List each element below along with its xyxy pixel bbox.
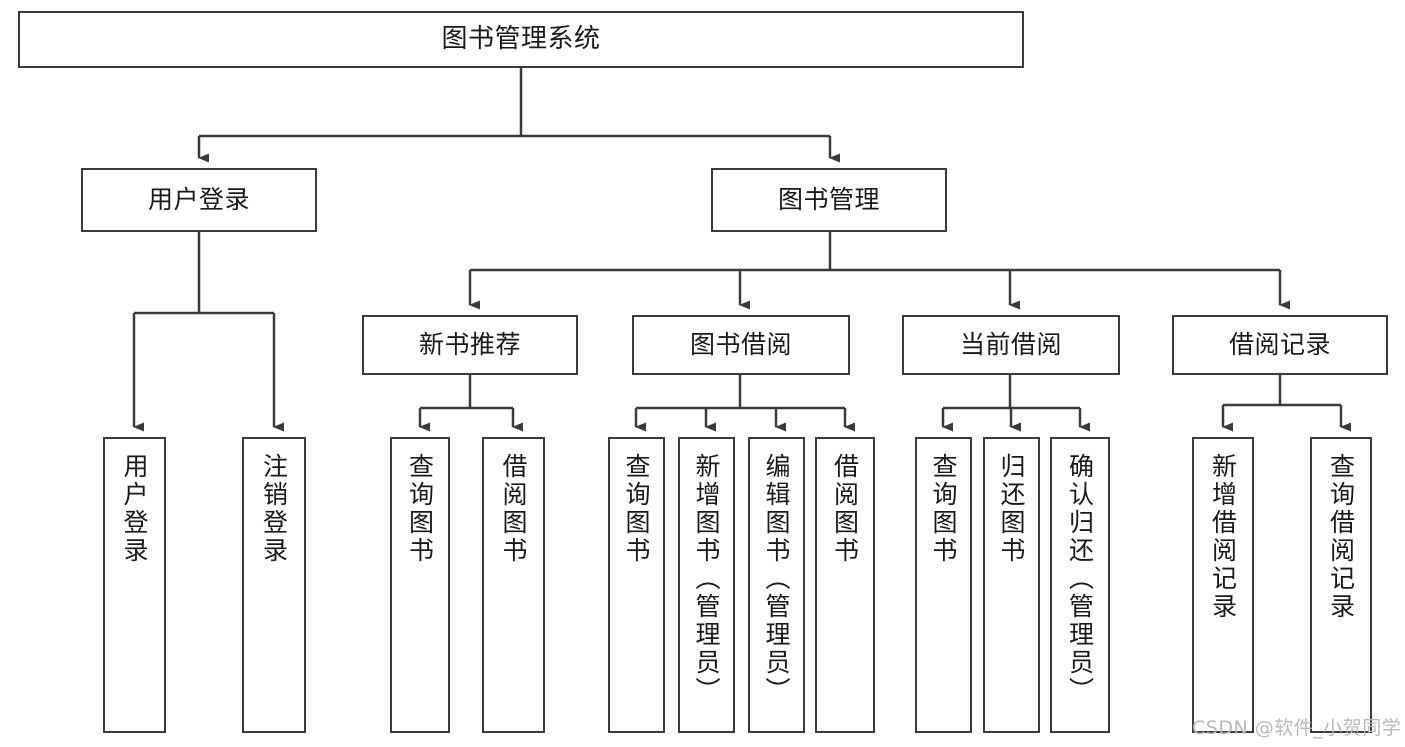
leaf-user-login-label: 用户登录 xyxy=(120,453,149,565)
leaf-borrow-book-rec-label: 借阅图书 xyxy=(499,453,528,565)
node-current-borrow[interactable]: 当前借阅 xyxy=(902,315,1120,375)
node-book-borrow[interactable]: 图书借阅 xyxy=(632,315,850,375)
node-book-borrow-label: 图书借阅 xyxy=(689,330,792,360)
node-new-book-recommend[interactable]: 新书推荐 xyxy=(362,315,578,375)
leaf-borrow-book-bor[interactable]: 借阅图书 xyxy=(815,437,875,733)
node-user-login[interactable]: 用户登录 xyxy=(81,168,317,232)
node-borrow-record-label: 借阅记录 xyxy=(1228,330,1331,360)
leaf-return-book-label: 归还图书 xyxy=(997,453,1026,565)
node-book-manage-label: 图书管理 xyxy=(777,185,880,215)
leaf-query-record[interactable]: 查询借阅记录 xyxy=(1310,437,1372,733)
node-root-system[interactable]: 图书管理系统 xyxy=(18,11,1024,68)
leaf-user-login[interactable]: 用户登录 xyxy=(103,437,166,733)
leaf-query-book-rec[interactable]: 查询图书 xyxy=(390,437,450,733)
leaf-borrow-book-rec[interactable]: 借阅图书 xyxy=(482,437,545,733)
leaf-confirm-return[interactable]: 确认归还（管理员） xyxy=(1050,437,1110,733)
node-current-borrow-label: 当前借阅 xyxy=(959,330,1062,360)
node-root-system-label: 图书管理系统 xyxy=(441,24,601,55)
leaf-add-record[interactable]: 新增借阅记录 xyxy=(1192,437,1254,733)
csdn-watermark: CSDN @软件_小贺同学 xyxy=(1192,717,1402,739)
leaf-logout[interactable]: 注销登录 xyxy=(242,437,306,733)
leaf-add-book[interactable]: 新增图书（管理员） xyxy=(678,437,735,733)
leaf-add-record-label: 新增借阅记录 xyxy=(1208,453,1238,621)
leaf-query-record-label: 查询借阅记录 xyxy=(1326,453,1356,621)
leaf-confirm-return-label: 确认归还（管理员） xyxy=(1065,453,1095,705)
leaf-add-book-label: 新增图书（管理员） xyxy=(692,453,721,705)
leaf-edit-book[interactable]: 编辑图书（管理员） xyxy=(748,437,805,733)
node-user-login-label: 用户登录 xyxy=(147,185,250,215)
leaf-query-book-bor-label: 查询图书 xyxy=(622,453,651,565)
node-new-book-recommend-label: 新书推荐 xyxy=(418,330,521,360)
leaf-query-book-cur-label: 查询图书 xyxy=(929,453,958,565)
leaf-edit-book-label: 编辑图书（管理员） xyxy=(762,453,791,705)
leaf-query-book-bor[interactable]: 查询图书 xyxy=(608,437,665,733)
leaf-borrow-book-bor-label: 借阅图书 xyxy=(830,453,860,565)
leaf-query-book-rec-label: 查询图书 xyxy=(405,453,435,565)
leaf-logout-label: 注销登录 xyxy=(259,453,289,565)
leaf-return-book[interactable]: 归还图书 xyxy=(983,437,1040,733)
leaf-query-book-cur[interactable]: 查询图书 xyxy=(915,437,972,733)
node-book-manage[interactable]: 图书管理 xyxy=(711,168,947,232)
node-borrow-record[interactable]: 借阅记录 xyxy=(1172,315,1388,375)
